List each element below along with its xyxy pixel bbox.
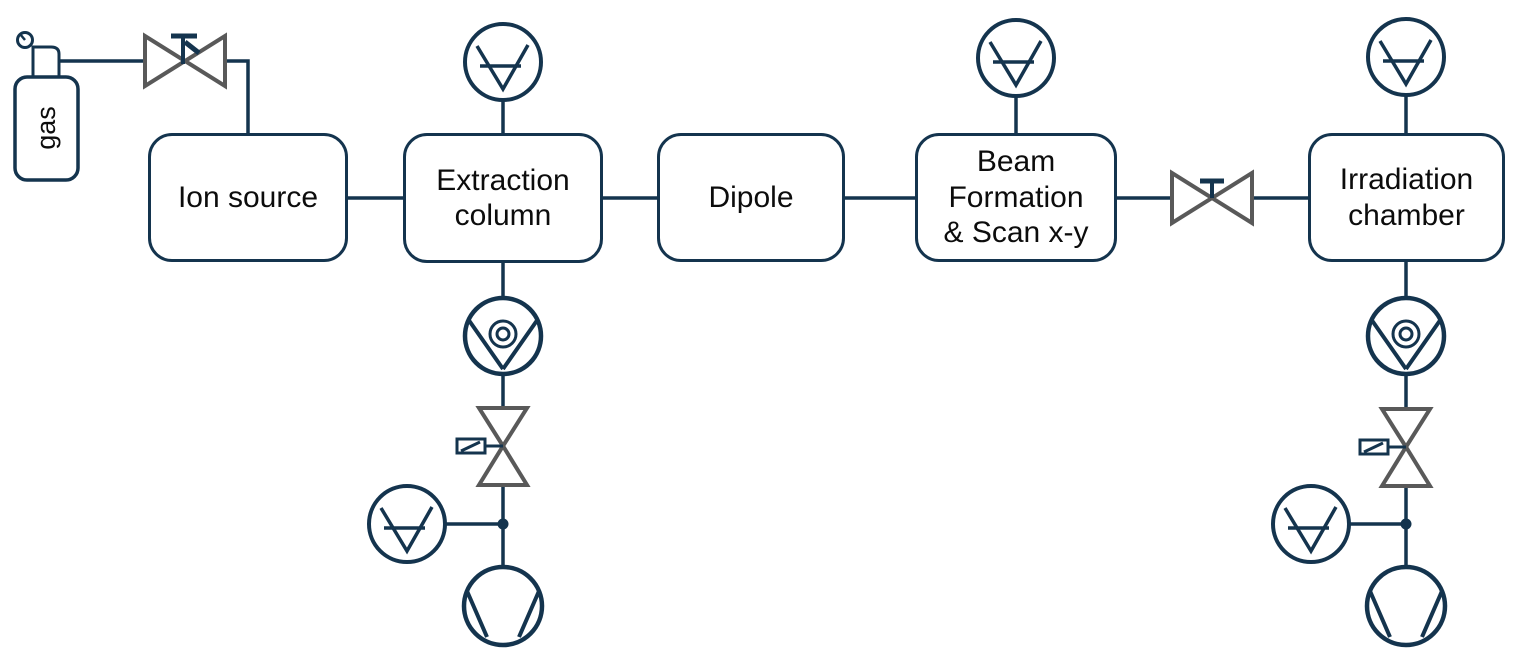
solenoid-valve-icon <box>455 406 529 487</box>
junction-dot <box>1400 518 1412 530</box>
vacuum-gauge-icon <box>1271 484 1351 564</box>
vacuum-gauge-icon <box>976 18 1056 98</box>
vacuum-gauge-icon <box>463 22 543 102</box>
junction-dot <box>497 518 509 530</box>
box-extraction-column: Extraction column <box>403 133 603 263</box>
vacuum-gauge-icon <box>367 484 447 564</box>
box-label-line: Beam <box>976 145 1056 179</box>
gas-cylinder-icon <box>13 31 80 182</box>
beamline-valve-icon <box>1170 171 1254 225</box>
turbo-pump-icon <box>465 298 541 374</box>
box-label-line: chamber <box>1348 198 1465 232</box>
vacuum-gauge-icon <box>1366 17 1446 97</box>
box-ion-source: Ion source <box>148 133 348 262</box>
box-irradiation-chamber: Irradiation chamber <box>1308 133 1505 262</box>
turbo-pump-icon <box>1368 298 1444 374</box>
gas-valve-icon <box>143 33 227 88</box>
box-label-line: Ion source <box>177 180 319 214</box>
pipe-valve-to-ion-source <box>225 59 250 136</box>
box-label-line: Extraction <box>436 163 570 197</box>
backing-pump-icon <box>464 567 542 645</box>
cylinder-neck <box>31 45 61 78</box>
box-label-line: Dipole <box>708 180 794 214</box>
solenoid-valve-icon <box>1358 407 1432 488</box>
pressure-regulator-icon <box>16 31 34 49</box>
box-label-line: & Scan x-y <box>943 216 1089 250</box>
box-label-line: Irradiation <box>1339 163 1474 197</box>
box-label-line: Formation <box>948 180 1084 214</box>
backing-pump-icon <box>1367 567 1445 645</box>
box-beam-formation: Beam Formation & Scan x-y <box>915 133 1117 262</box>
box-dipole: Dipole <box>657 133 845 262</box>
box-label-line: column <box>454 199 552 232</box>
gas-cylinder-label: gas <box>31 106 61 150</box>
